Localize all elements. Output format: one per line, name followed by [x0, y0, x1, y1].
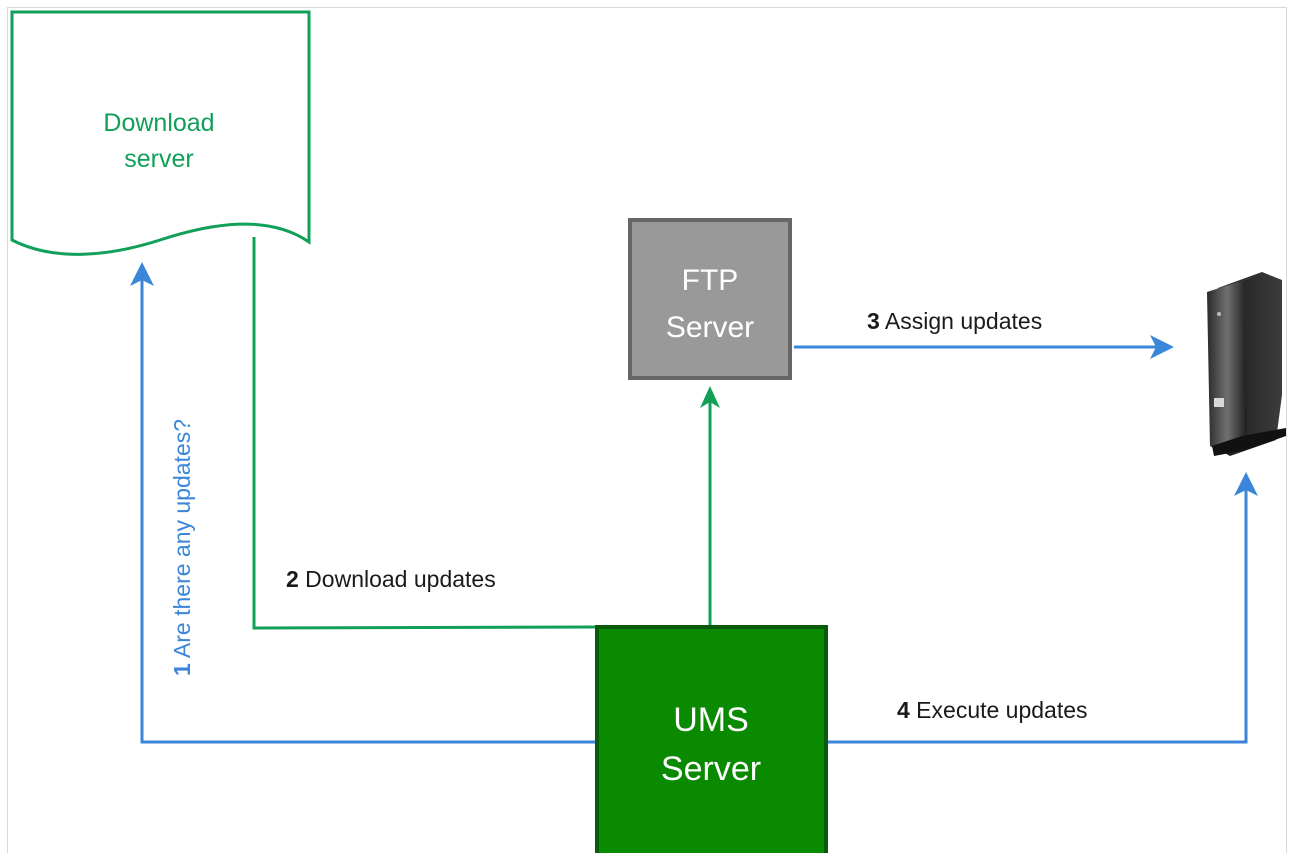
execute-updates-arrow	[826, 472, 1258, 744]
check-updates-arrow	[130, 262, 597, 744]
step-4-label: 4 Execute updates	[897, 697, 1088, 723]
step-2-number: 2	[286, 566, 299, 592]
step-2-label: 2 Download updates	[286, 566, 496, 592]
ums-server-label-line2: Server	[661, 750, 761, 788]
step-1-label: 1 Are there any updates?	[169, 419, 195, 676]
download-server-node: Download server	[10, 10, 311, 256]
ums-to-ftp-arrow	[700, 386, 720, 626]
step-4-text: Execute updates	[910, 697, 1088, 723]
ums-server-box	[595, 625, 828, 853]
download-updates-connector	[252, 237, 598, 630]
step-1-number: 1	[169, 663, 195, 676]
step-3-number: 3	[867, 308, 880, 334]
step-3-label: 3 Assign updates	[867, 308, 1042, 334]
download-server-label-line1: Download	[103, 109, 214, 137]
step-1-text: Are there any updates?	[169, 419, 195, 663]
download-server-shape	[10, 10, 311, 256]
step-2-text: Download updates	[299, 566, 496, 592]
ftp-server-label-line2: Server	[666, 311, 754, 344]
ums-server-node: UMS Server	[595, 625, 828, 853]
assign-updates-arrow	[794, 335, 1174, 359]
step-4-number: 4	[897, 697, 910, 723]
download-server-label-line2: server	[124, 145, 193, 173]
ftp-server-label-line1: FTP	[682, 264, 739, 297]
ftp-server-node: FTP Server	[628, 218, 792, 380]
diagram-frame	[7, 7, 1287, 853]
ums-server-label-line1: UMS	[673, 701, 749, 739]
thin-client-device-icon	[1207, 272, 1286, 456]
step-3-text: Assign updates	[880, 308, 1042, 334]
ftp-server-box	[628, 218, 792, 380]
